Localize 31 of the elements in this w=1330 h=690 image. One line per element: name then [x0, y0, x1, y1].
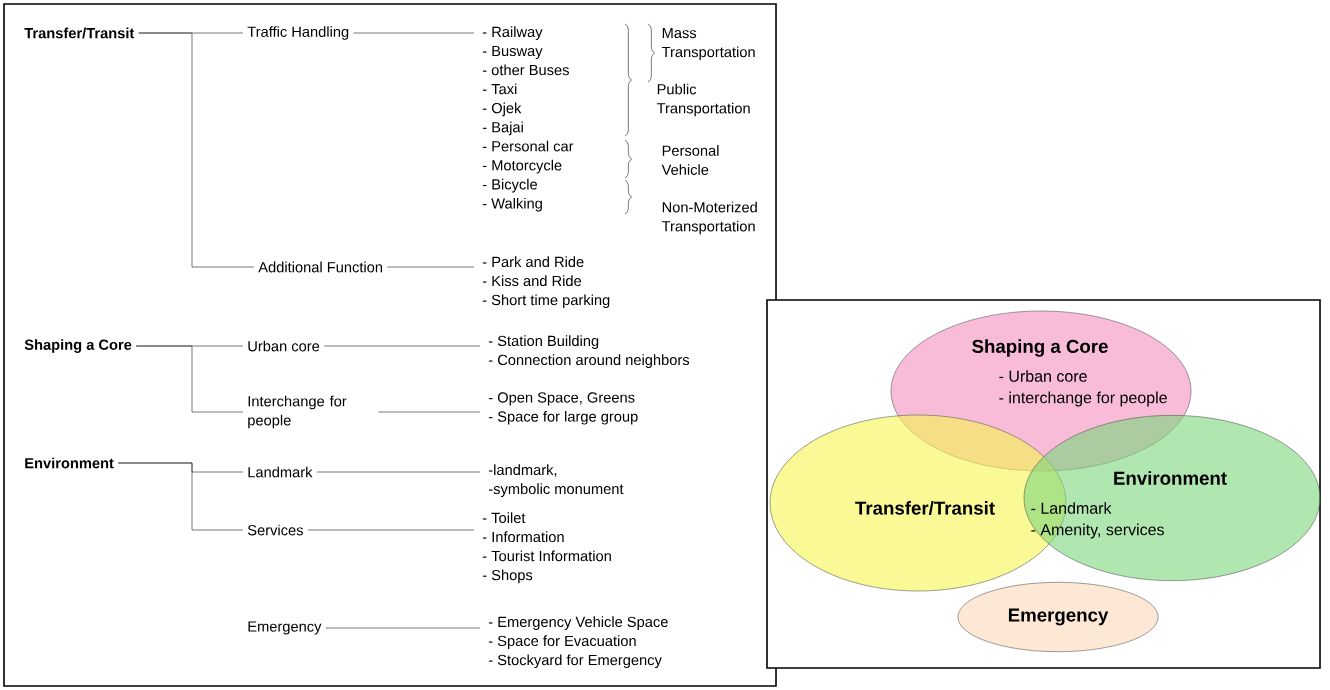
item-list: - Emergency Vehicle Space - Space for Evacuation - Stockyard for Emergency — [488, 616, 668, 669]
connector-line — [117, 462, 244, 531]
function-label: Services — [247, 524, 303, 536]
group-label: Public Transportation — [656, 83, 750, 117]
connector-line — [353, 32, 475, 34]
connector-line — [307, 529, 475, 531]
connector-line — [138, 32, 255, 268]
function-label: Emergency — [248, 621, 322, 635]
connector-line — [316, 471, 481, 473]
item-list: - Toilet - Information - Tourist Information - Shops — [482, 512, 611, 584]
function-label: Urban core — [248, 340, 320, 352]
connector-line — [387, 266, 475, 268]
connector-line — [323, 345, 481, 347]
function-label: Traffic Handling — [247, 26, 349, 40]
group-label: Personal Vehicle — [661, 145, 719, 175]
item-list: -landmark, -symbolic monument — [488, 464, 624, 497]
connector-line — [325, 627, 481, 629]
category-label: Transfer/Transit — [24, 27, 135, 39]
item-list: - Park and Ride - Kiss and Ride - Short time parking — [482, 256, 610, 309]
item-list: - Station Building - Connection around neighbors — [488, 335, 690, 368]
function-label: Additional Function — [258, 261, 382, 273]
connector-line — [135, 345, 244, 413]
item-list: - Open Space, Greens - Space for large group — [488, 392, 638, 425]
function-label: Interchange for people — [248, 395, 347, 429]
connector-line — [377, 411, 481, 413]
function-label: Landmark — [248, 466, 313, 478]
group-label: Non-Moterized Transportation — [661, 201, 757, 235]
group-label: Mass Transportation — [661, 27, 755, 61]
category-label: Shaping a Core — [24, 339, 132, 353]
item-list: - Railway - Busway - other Buses - Taxi - Ojek - Bajai - Personal car - Motorcycle - Bicycle - Walking — [482, 26, 574, 212]
category-label: Environment — [25, 457, 114, 469]
